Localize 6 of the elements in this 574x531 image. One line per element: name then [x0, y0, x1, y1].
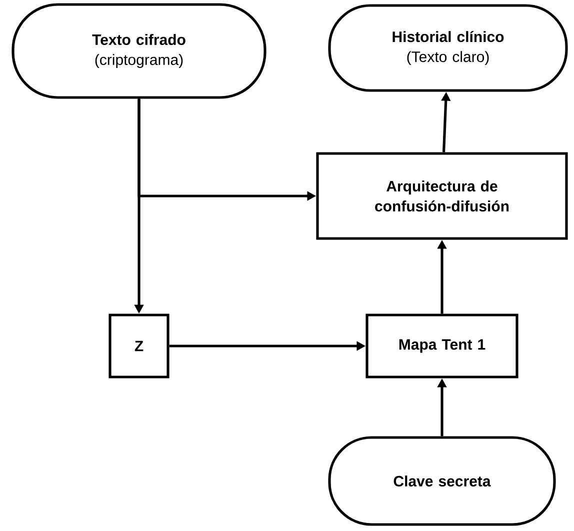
- process-box: Mapa Tent 1: [366, 314, 518, 378]
- terminal-pill: Texto cifrado (criptograma): [12, 3, 266, 99]
- process-box: Arquitectura de confusión-difusión: [316, 152, 568, 240]
- terminal-pill: Historial clínico (Texto claro): [328, 4, 568, 92]
- terminal-pill: Clave secreta: [328, 436, 556, 526]
- process-box: Z: [108, 314, 170, 378]
